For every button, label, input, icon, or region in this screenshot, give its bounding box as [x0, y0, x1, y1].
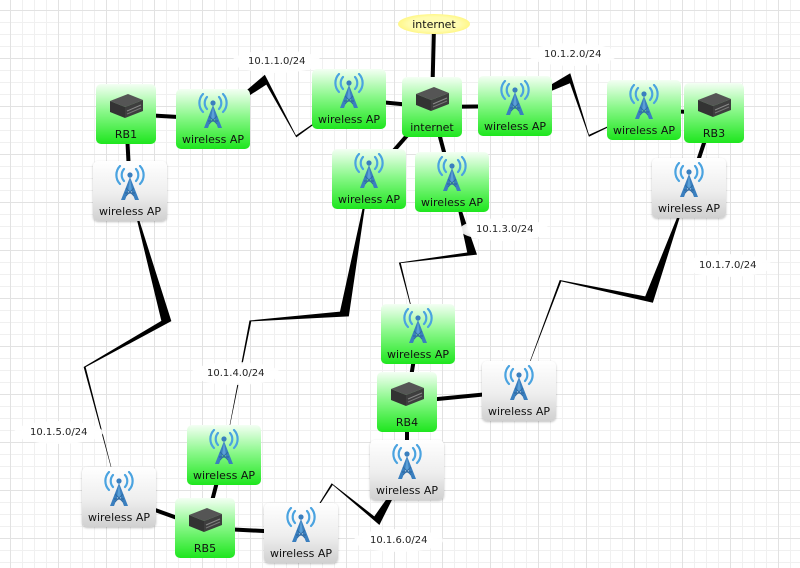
node-label: RB4	[395, 416, 419, 429]
subnet-label: 10.1.4.0/24	[191, 362, 281, 385]
wireless-ap-node[interactable]: wireless AP	[381, 304, 455, 364]
wireless-ap-node[interactable]: wireless AP	[415, 152, 489, 212]
subnet-label: 10.1.5.0/24	[14, 421, 104, 444]
node-label: wireless AP	[420, 196, 484, 209]
router-node-internet[interactable]: internet	[402, 77, 462, 137]
wireless-tower-icon	[284, 503, 318, 547]
wireless-tower-icon	[498, 76, 532, 120]
router-node-rb4[interactable]: RB4	[377, 372, 437, 432]
wireless-tower-icon	[672, 158, 706, 202]
wireless-ap-node[interactable]: wireless AP	[264, 503, 338, 563]
node-label: wireless AP	[337, 193, 401, 206]
wireless-tower-icon	[102, 467, 136, 511]
wireless-link-bolt[interactable]	[83, 191, 172, 497]
router-node-rb5[interactable]: RB5	[175, 498, 235, 558]
node-label: wireless AP	[386, 348, 450, 361]
node-label: wireless AP	[87, 511, 151, 524]
wireless-ap-node[interactable]: wireless AP	[370, 440, 444, 500]
wireless-ap-node[interactable]: wireless AP	[93, 161, 167, 221]
wireless-ap-node[interactable]: wireless AP	[607, 80, 681, 140]
node-label: wireless AP	[657, 202, 721, 215]
wireless-tower-icon	[332, 69, 366, 113]
node-label: RB3	[702, 127, 726, 140]
node-label: wireless AP	[612, 124, 676, 137]
node-label: wireless AP	[192, 469, 256, 482]
wireless-tower-icon	[502, 361, 536, 405]
wireless-tower-icon	[627, 80, 661, 124]
wireless-ap-node[interactable]: wireless AP	[332, 149, 406, 209]
wireless-ap-node[interactable]: wireless AP	[482, 361, 556, 421]
wireless-tower-icon	[435, 152, 469, 196]
wireless-tower-icon	[352, 149, 386, 193]
subnet-label: 10.1.6.0/24	[354, 529, 444, 552]
wireless-tower-icon	[207, 425, 241, 469]
wireless-link-bolt[interactable]	[301, 470, 407, 533]
wireless-ap-node[interactable]: wireless AP	[187, 425, 261, 485]
internet-cloud[interactable]: internet	[398, 14, 470, 34]
node-label: wireless AP	[487, 405, 551, 418]
wireless-ap-node[interactable]: wireless AP	[478, 76, 552, 136]
wireless-link-bolt[interactable]	[398, 182, 478, 334]
node-label: wireless AP	[181, 133, 245, 146]
subnet-label: 10.1.3.0/24	[460, 218, 550, 241]
node-label: wireless AP	[375, 484, 439, 497]
router-node-rb1[interactable]: RB1	[96, 84, 156, 144]
cloud-label: internet	[412, 17, 456, 31]
wireless-link-bolt[interactable]	[224, 179, 369, 455]
router-icon	[694, 83, 734, 127]
router-node-rb3[interactable]: RB3	[684, 83, 744, 143]
node-label: wireless AP	[317, 113, 381, 126]
wireless-tower-icon	[390, 440, 424, 484]
router-icon	[412, 77, 452, 121]
wireless-ap-node[interactable]: wireless AP	[652, 158, 726, 218]
wireless-tower-icon	[401, 304, 435, 348]
wireless-tower-icon	[113, 161, 147, 205]
node-label: internet	[410, 121, 454, 134]
node-label: wireless AP	[269, 547, 333, 560]
router-icon	[106, 84, 146, 128]
wireless-ap-node[interactable]: wireless AP	[176, 89, 250, 149]
router-icon	[185, 498, 225, 542]
subnet-label: 10.1.7.0/24	[683, 254, 773, 277]
wireless-tower-icon	[196, 89, 230, 133]
subnet-label: 10.1.1.0/24	[232, 50, 322, 73]
wireless-ap-node[interactable]: wireless AP	[312, 69, 386, 129]
subnet-label: 10.1.2.0/24	[528, 43, 618, 66]
node-label: RB5	[193, 542, 217, 555]
router-icon	[387, 372, 427, 416]
wireless-ap-node[interactable]: wireless AP	[82, 467, 156, 527]
node-label: RB1	[114, 128, 138, 141]
node-label: wireless AP	[98, 205, 162, 218]
node-label: wireless AP	[483, 120, 547, 133]
wireless-link-bolt[interactable]	[519, 188, 689, 391]
